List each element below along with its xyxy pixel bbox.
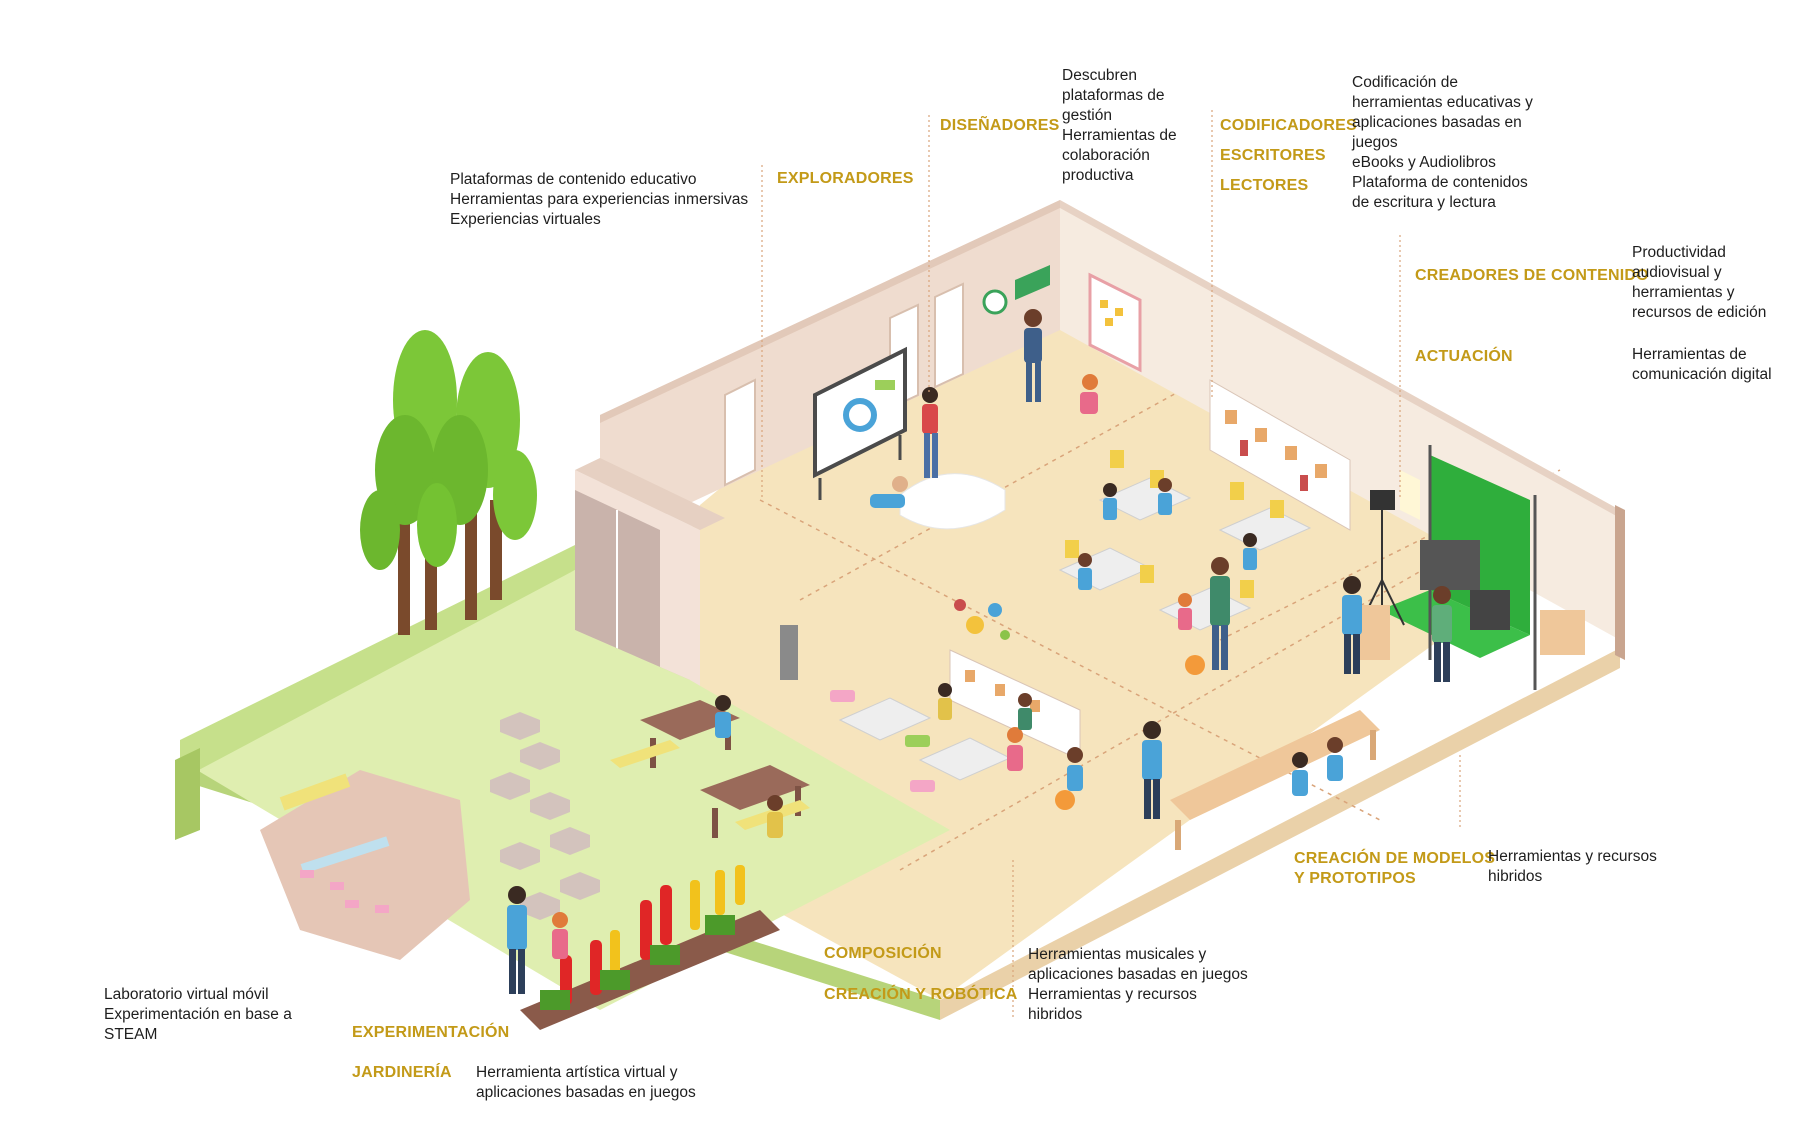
maker-table <box>1170 710 1380 820</box>
desc-line: Experimentación en base a <box>104 1006 292 1023</box>
stepping-stones <box>490 712 600 920</box>
zone-desc-actuacion: Herramientas de comunicación digital <box>1632 345 1772 385</box>
flower-planters <box>520 865 780 1030</box>
sand-play-area <box>260 770 470 960</box>
desc-line: Herramientas y recursos <box>1028 986 1197 1003</box>
desc-line: comunicación digital <box>1632 366 1772 383</box>
zone-desc-modelos: Herramientas y recursos hibridos <box>1488 847 1657 887</box>
desc-line: Herramientas de <box>1632 346 1747 363</box>
desc-line: Herramientas para experiencias inmersiva… <box>450 191 749 208</box>
desc-line: STEAM <box>104 1026 158 1043</box>
desc-line: Productividad <box>1632 244 1726 261</box>
zone-label-exploradores: EXPLORADORES <box>777 170 914 187</box>
wall-board <box>1088 272 1142 373</box>
desc-line: herramientas educativas y <box>1352 94 1533 111</box>
zone-label-jardineria: JARDINERÍA <box>352 1064 452 1081</box>
desc-line: Plataforma de contenidos <box>1352 174 1528 191</box>
desc-line: Descubren <box>1062 67 1137 84</box>
callout-leader-lines <box>761 110 1461 1020</box>
people <box>507 309 1452 994</box>
desc-line: hibridos <box>1028 1006 1083 1023</box>
garden-floor <box>180 570 950 1010</box>
desc-line: de escritura y lectura <box>1352 194 1496 211</box>
zone-label-disenadores: DISEÑADORES <box>940 117 1060 134</box>
zone-label-actuacion: ACTUACIÓN <box>1415 348 1513 365</box>
zone-label-lectores: LECTORES <box>1220 177 1309 194</box>
desc-line: audiovisual y <box>1632 264 1722 281</box>
green-screen-studio <box>1359 445 1537 690</box>
zone-desc-codificadores: Codificación de herramientas educativas … <box>1352 73 1533 213</box>
picnic-tables <box>610 700 810 838</box>
desc-line: aplicaciones basadas en juegos <box>476 1084 696 1101</box>
desc-line: herramientas y <box>1632 284 1735 301</box>
zone-desc-composicion: Herramientas musicales y aplicaciones ba… <box>1028 945 1248 1025</box>
zone-desc-experimentacion: Laboratorio virtual móvil Experimentació… <box>104 985 292 1045</box>
zone-label-experimentacion: EXPERIMENTACIÓN <box>352 1024 510 1041</box>
desc-line: gestión <box>1062 107 1112 124</box>
desc-line: Experiencias virtuales <box>450 211 601 228</box>
zone-label-escritores: ESCRITORES <box>1220 147 1326 164</box>
desc-line: plataformas de <box>1062 87 1165 104</box>
interactive-whiteboard <box>813 346 907 500</box>
desc-line: Codificación de <box>1352 74 1458 91</box>
desc-line: juegos <box>1352 134 1398 151</box>
desc-line: Herramientas musicales y <box>1028 946 1207 963</box>
zone-desc-exploradores: Plataformas de contenido educativo Herra… <box>450 170 748 230</box>
back-left-wall <box>600 200 1060 545</box>
zone-label-codificadores: CODIFICADORES <box>1220 117 1357 134</box>
desc-line: Herramientas y recursos <box>1488 848 1657 865</box>
desc-line: Plataformas de contenido educativo <box>450 171 697 188</box>
desc-line: aplicaciones basadas en juegos <box>1028 966 1248 983</box>
bookshelf <box>1209 379 1351 531</box>
trees <box>360 330 537 635</box>
zone-label-robotica: CREACIÓN Y ROBÓTICA <box>824 986 1018 1003</box>
zone-label-modelos-2: Y PROTOTIPOS <box>1294 870 1416 887</box>
desc-line: Herramienta artística virtual y <box>476 1064 678 1081</box>
zone-label-modelos-1: CREACIÓN DE MODELOS <box>1294 850 1496 867</box>
desc-line: eBooks y Audiolibros <box>1352 154 1496 171</box>
desc-line: recursos de edición <box>1632 304 1767 321</box>
desc-line: aplicaciones basadas en <box>1352 114 1522 131</box>
desc-line: productiva <box>1062 167 1134 184</box>
desc-line: Laboratorio virtual móvil <box>104 986 269 1003</box>
zone-label-creadores: CREADORES DE CONTENIDO <box>1415 267 1649 284</box>
desc-line: hibridos <box>1488 868 1543 885</box>
zone-desc-creadores: Productividad audiovisual y herramientas… <box>1632 243 1766 323</box>
desc-line: Herramientas de <box>1062 127 1177 144</box>
desc-line: colaboración <box>1062 147 1150 164</box>
zone-desc-jardineria: Herramienta artística virtual y aplicaci… <box>476 1063 696 1103</box>
zone-desc-disenadores: Descubren plataformas de gestión Herrami… <box>1062 66 1177 186</box>
zone-label-composicion: COMPOSICIÓN <box>824 945 942 962</box>
